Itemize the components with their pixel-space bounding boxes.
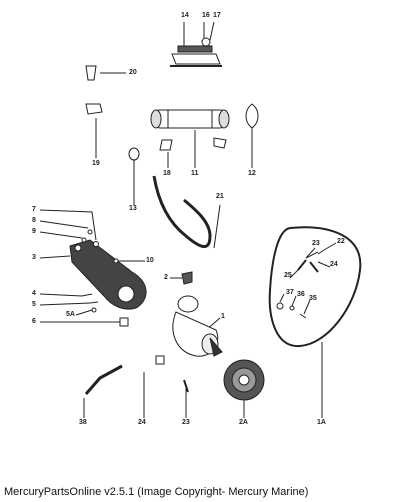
callout-4: 4 [32, 290, 36, 297]
leader-8 [39, 220, 89, 229]
parts-diagram [39, 21, 362, 418]
callout-21: 21 [216, 193, 224, 200]
callout-38: 38 [79, 419, 87, 426]
callout-2a: 2A [239, 419, 248, 426]
oil-cooler [150, 109, 230, 129]
leader-5 [39, 302, 91, 306]
washer-36 [289, 305, 295, 311]
pump-1 [172, 295, 223, 357]
bolt-23 [305, 251, 319, 259]
hose-21 [152, 175, 212, 248]
washer-7 [93, 241, 99, 247]
plate-assembly [170, 37, 222, 67]
leader-22 [323, 242, 337, 251]
leader-5a [75, 309, 93, 316]
washer-5a [91, 307, 97, 313]
callout-24-lower: 24 [138, 419, 146, 426]
washer-9 [81, 237, 87, 243]
fitting-20 [85, 65, 97, 81]
callout-1a: 1A [317, 419, 326, 426]
callout-24: 24 [330, 261, 338, 268]
callout-36: 36 [297, 291, 305, 298]
callout-9: 9 [32, 228, 36, 235]
callout-16: 16 [202, 12, 210, 19]
leader-23a [305, 247, 316, 259]
callout-13: 13 [129, 205, 137, 212]
bolt-22 [317, 249, 325, 255]
fitting-small [213, 137, 227, 149]
callout-11: 11 [191, 170, 199, 177]
bolt-25 [297, 259, 307, 271]
callout-5a: 5A [66, 311, 75, 318]
callout-23: 23 [312, 240, 320, 247]
belt-1a [268, 226, 362, 348]
callout-35: 35 [309, 295, 317, 302]
callout-10: 10 [146, 257, 154, 264]
leader-36 [291, 295, 297, 307]
callout-19: 19 [92, 160, 100, 167]
leader-37 [279, 293, 285, 303]
callout-25: 25 [284, 272, 292, 279]
leader-21 [213, 204, 221, 249]
rod-38 [84, 364, 123, 395]
bolt-23b [183, 379, 189, 393]
callout-1: 1 [221, 313, 225, 320]
leader-7 [39, 209, 97, 241]
clip-12 [245, 103, 259, 129]
callout-23-lower: 23 [182, 419, 190, 426]
callout-20: 20 [129, 69, 137, 76]
callout-5: 5 [32, 301, 36, 308]
impeller-2a [223, 359, 265, 401]
part-10 [113, 258, 119, 264]
bracket-3 [69, 239, 147, 310]
bolt-35 [299, 313, 307, 319]
washer-37 [276, 302, 284, 310]
spacer-6 [119, 317, 129, 327]
copyright-footer: MercuryPartsOnline v2.5.1 (Image Copyrig… [4, 486, 309, 498]
screw-4 [81, 293, 93, 297]
callout-12: 12 [248, 170, 256, 177]
washer-8 [87, 229, 93, 235]
callout-2: 2 [164, 274, 168, 281]
leader-25 [289, 269, 299, 279]
leader-24a [317, 261, 331, 268]
leader-9 [39, 231, 83, 239]
elbow-19 [85, 103, 103, 115]
leader-35 [303, 299, 311, 315]
spring-24 [309, 261, 319, 273]
fitting-18 [159, 139, 173, 151]
callout-7: 7 [32, 206, 36, 213]
callout-6: 6 [32, 318, 36, 325]
screw-5 [89, 301, 99, 304]
callout-14: 14 [181, 12, 189, 19]
leader-4 [39, 293, 83, 297]
callout-22: 22 [337, 238, 345, 245]
leader-3 [39, 255, 71, 259]
callout-17: 17 [213, 12, 221, 19]
callout-18: 18 [163, 170, 171, 177]
leader-17 [209, 21, 215, 41]
callout-3: 3 [32, 254, 36, 261]
callout-37: 37 [286, 289, 294, 296]
nut-24 [155, 355, 165, 365]
clamp-13 [128, 147, 140, 161]
fitting-2 [181, 271, 193, 285]
callout-8: 8 [32, 217, 36, 224]
